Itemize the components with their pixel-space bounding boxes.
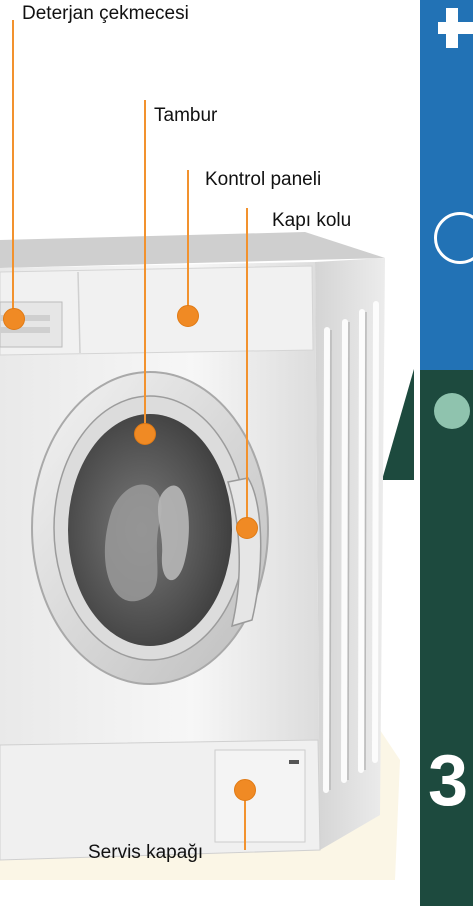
side-tab-number: 3 — [428, 745, 468, 817]
marker-door-handle — [236, 517, 258, 539]
label-control-panel: Kontrol paneli — [205, 170, 321, 189]
marker-service-flap — [234, 779, 256, 801]
side-tab-blue — [418, 0, 473, 380]
label-drum: Tambur — [154, 106, 217, 125]
label-door-handle: Kapı kolu — [272, 211, 351, 230]
leader-drum — [144, 100, 146, 430]
leader-detergent-drawer — [12, 20, 14, 322]
side-tab-arrow — [382, 355, 418, 480]
side-tab-plus-glyph — [438, 8, 473, 48]
leader-door-handle — [246, 208, 248, 528]
marker-drum — [134, 423, 156, 445]
marker-control-panel — [177, 305, 199, 327]
leader-control-panel — [187, 170, 189, 312]
side-tab-green — [418, 370, 473, 906]
side-tab-dot-glyph — [434, 393, 470, 429]
label-service-flap: Servis kapağı — [88, 843, 203, 862]
label-detergent-drawer: Deterjan çekmecesi — [22, 4, 189, 23]
marker-detergent-drawer — [3, 308, 25, 330]
